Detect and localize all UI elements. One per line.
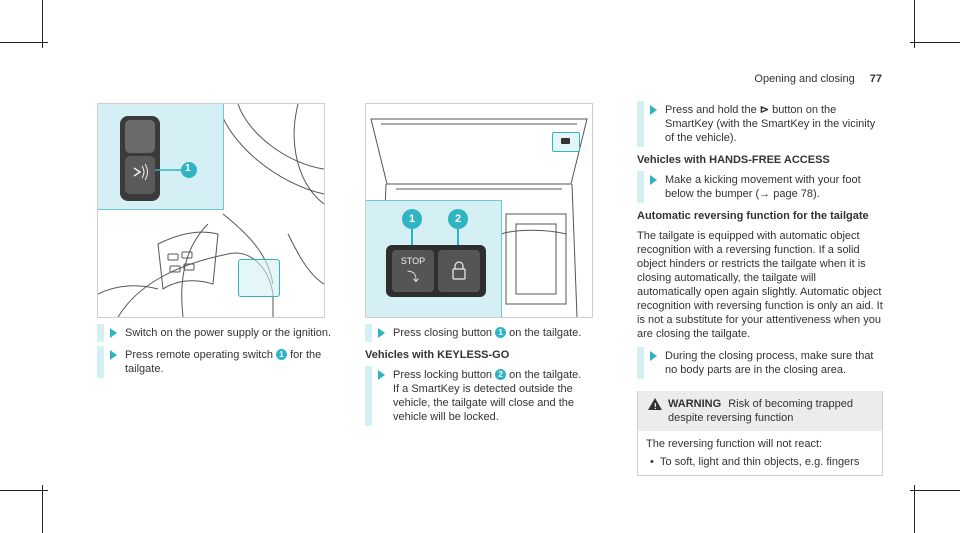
switch-zoom-panel: 1 bbox=[98, 104, 224, 210]
warning-list: To soft, light and thin objects, e.g. fi… bbox=[646, 455, 874, 469]
lock-button[interactable] bbox=[438, 250, 480, 292]
section-heading: Vehicles with HANDS-FREE ACCESS bbox=[637, 154, 830, 166]
arrow-icon bbox=[378, 328, 385, 338]
column-3: Press and hold the ⊳ button on the Smart… bbox=[637, 101, 883, 476]
instruction-step: Switch on the power supply or the igniti… bbox=[97, 324, 337, 342]
smartkey-tailgate-icon: ⊳ bbox=[759, 104, 770, 116]
crop-mark bbox=[914, 0, 915, 48]
callout-ref: 1 bbox=[276, 349, 288, 360]
page-number: 77 bbox=[869, 73, 882, 85]
callout-ref: 2 bbox=[495, 369, 507, 380]
callout-2: 2 bbox=[448, 209, 468, 229]
tailgate-button-highlight bbox=[552, 132, 580, 152]
crop-mark bbox=[910, 490, 960, 491]
column-1: Switch on the power supply or the igniti… bbox=[97, 324, 337, 384]
arrow-icon bbox=[110, 328, 117, 338]
instruction-step: Press remote operating switch 1 for the … bbox=[97, 346, 337, 378]
stop-label: STOP bbox=[400, 256, 426, 266]
crop-mark bbox=[0, 490, 48, 491]
arrow-icon bbox=[650, 351, 657, 361]
callout-1: 1 bbox=[402, 209, 422, 229]
instruction-step: During the closing process, make sure th… bbox=[637, 347, 883, 379]
warning-header: ! WARNING Risk of becoming trapped despi… bbox=[638, 391, 882, 431]
list-item: To soft, light and thin objects, e.g. fi… bbox=[650, 455, 874, 469]
warning-box: ! WARNING Risk of becoming trapped despi… bbox=[637, 391, 883, 476]
crop-mark bbox=[0, 42, 48, 43]
figure-door-switch: 1 bbox=[97, 103, 325, 318]
crop-mark bbox=[42, 485, 43, 533]
warning-body: The reversing function will not react: T… bbox=[638, 431, 882, 475]
arrow-icon bbox=[110, 350, 117, 360]
switch-highlight bbox=[238, 259, 280, 297]
switch-illustration bbox=[120, 116, 197, 201]
instruction-step: Press closing button 1 on the tailgate. bbox=[365, 324, 605, 342]
buttons-zoom-panel: 1 2 STOP ⤵ bbox=[366, 200, 502, 317]
column-2: Press closing button 1 on the tailgate. … bbox=[365, 324, 605, 432]
callout-1: 1 bbox=[185, 163, 191, 174]
warning-title: Risk of becoming trapped despite reversi… bbox=[668, 398, 853, 424]
door-illustration bbox=[98, 104, 324, 317]
paragraph: The tailgate is equipped with automatic … bbox=[637, 230, 883, 340]
warning-icon: ! bbox=[648, 398, 662, 411]
arrow-icon bbox=[650, 175, 657, 185]
crop-mark bbox=[914, 485, 915, 533]
crop-mark bbox=[910, 42, 960, 43]
figure-tailgate: 1 2 STOP ⤵ bbox=[365, 103, 593, 318]
callout-ref: 1 bbox=[495, 327, 507, 338]
section-title: Opening and closing bbox=[754, 73, 855, 85]
arrow-icon bbox=[378, 370, 385, 380]
arrow-icon bbox=[650, 105, 657, 115]
section-heading: Vehicles with KEYLESS-GO bbox=[365, 349, 510, 361]
instruction-step: Make a kicking movement with your foot b… bbox=[637, 171, 883, 203]
page-header: Opening and closing 77 bbox=[754, 73, 882, 85]
crop-mark bbox=[42, 0, 43, 48]
instruction-step: Press and hold the ⊳ button on the Smart… bbox=[637, 101, 883, 147]
instruction-step: Press locking button 2 on the tailgate. … bbox=[365, 366, 605, 426]
tailgate-close-icon: ⤵ bbox=[406, 270, 419, 284]
lock-icon bbox=[452, 261, 466, 280]
tailgate-button-panel: STOP ⤵ bbox=[386, 245, 486, 297]
close-button[interactable]: STOP ⤵ bbox=[392, 250, 434, 292]
warning-label: WARNING bbox=[668, 398, 722, 410]
section-heading: Automatic reversing function for the tai… bbox=[637, 210, 869, 222]
